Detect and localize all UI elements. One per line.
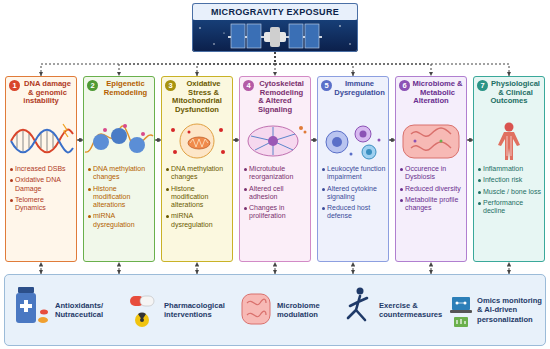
bullet-item: Muscle / bone loss xyxy=(477,188,542,196)
mechanism-box: 7Physiological & Clinical OutcomesInflam… xyxy=(473,76,545,262)
box-heading: Immune Dysregulation xyxy=(321,80,385,97)
box-header: 6Microbiome & Metabolic Alteration xyxy=(399,80,463,106)
callout-number: 5 xyxy=(321,80,332,91)
bullet-list: Leukocyte function impairmentAltered cyt… xyxy=(321,165,386,224)
dashed-connector xyxy=(119,52,275,76)
box-header: 3Oxidative Stress & Mitochondrial Dysfun… xyxy=(165,80,229,115)
bullet-item: Histone modification alterations xyxy=(165,185,230,210)
box-heading: DNA damage & genomic instability xyxy=(9,80,73,106)
bullet-list: Increased DSBsOxidative DNA DamageTelome… xyxy=(9,165,74,215)
intervention-label: Exercise & countermeasures xyxy=(379,301,451,319)
box-header: 1DNA damage & genomic instability xyxy=(9,80,73,106)
bullet-list: DNA methylation changesHistone modificat… xyxy=(87,165,152,232)
bullet-item: Increased DSBs xyxy=(9,165,74,173)
callout-number: 6 xyxy=(399,80,410,91)
intervention-label: Omics monitoring & AI-driven personaliza… xyxy=(477,296,543,323)
box-header: 4Cytoskeletal Remodeling & Altered Signa… xyxy=(243,80,307,115)
bullet-item: Metabolite profile changes xyxy=(399,196,464,213)
bullet-item: Reduced diversity xyxy=(399,185,464,193)
dashed-connector xyxy=(119,262,120,274)
bullet-list: InflammationInfection riskMuscle / bone … xyxy=(477,165,542,218)
mechanism-box: 6Microbiome & Metabolic AlterationOccure… xyxy=(395,76,467,262)
bullet-item: Oxidative DNA Damage xyxy=(9,176,74,193)
bullet-item: miRNA dysregulation xyxy=(87,212,152,229)
dashed-connector xyxy=(275,52,509,76)
bullet-item: Reduced host defense xyxy=(321,204,386,221)
box-heading: Physiological & Clinical Outcomes xyxy=(477,80,541,106)
mechanism-box: 2Epigenetic RemodelingDNA methylation ch… xyxy=(83,76,155,262)
dashed-connector xyxy=(509,262,510,274)
bullet-item: Inflammation xyxy=(477,165,542,173)
label-slot: Exercise & countermeasures xyxy=(379,301,451,319)
bullet-list: DNA methylation changesHistone modificat… xyxy=(165,165,230,232)
box-header: 7Physiological & Clinical Outcomes xyxy=(477,80,541,106)
bullet-item: Occurence in Dysbiosis xyxy=(399,165,464,182)
bullet-item: DNA methylation changes xyxy=(165,165,230,182)
callout-number: 2 xyxy=(87,80,98,91)
banner-title: MICROGRAVITY EXPOSURE xyxy=(193,4,357,17)
dashed-connector xyxy=(197,52,275,76)
banner-box: MICROGRAVITY EXPOSURE xyxy=(192,3,358,52)
mechanism-box: 4Cytoskeletal Remodeling & Altered Signa… xyxy=(239,76,311,262)
dashed-connector xyxy=(353,262,354,274)
bullet-item: Telomere Dynamics xyxy=(9,196,74,213)
bullet-item: Altered cell adhesion xyxy=(243,185,308,202)
bullet-item: Changes in proliferation xyxy=(243,204,308,221)
bullet-item: Histone modification alterations xyxy=(87,185,152,210)
bullet-item: Altered cytokine signaling xyxy=(321,185,386,202)
bullet-item: Infection risk xyxy=(477,176,542,184)
box-heading: Microbiome & Metabolic Alteration xyxy=(399,80,463,106)
bullet-item: Microtubule reorganization xyxy=(243,165,308,182)
intervention-panel: Antioxidants/ Nutraceutical Pharmacologic… xyxy=(4,274,546,346)
dashed-connector xyxy=(41,52,275,76)
bullet-item: Leukocyte function impairment xyxy=(321,165,386,182)
callout-number: 3 xyxy=(165,80,176,91)
label-slot: Antioxidants/ Nutraceutical xyxy=(55,301,125,319)
dashed-connector xyxy=(197,262,198,274)
mechanism-box: 3Oxidative Stress & Mitochondrial Dysfun… xyxy=(161,76,233,262)
callout-number: 1 xyxy=(9,80,20,91)
mechanism-box: 5Immune DysregulationLeukocyte function … xyxy=(317,76,389,262)
bullet-list: Occurence in DysbiosisReduced diversityM… xyxy=(399,165,464,215)
dashed-connector xyxy=(431,262,432,274)
dashed-connector xyxy=(41,262,42,274)
bullet-item: miRNA dysregulation xyxy=(165,212,230,229)
box-header: 2Epigenetic Remodeling xyxy=(87,80,151,97)
box-heading: Epigenetic Remodeling xyxy=(87,80,151,97)
box-header: 5Immune Dysregulation xyxy=(321,80,385,97)
mechanism-box: 1DNA damage & genomic instabilityIncreas… xyxy=(5,76,77,262)
label-slot: Microbiome modulation xyxy=(277,301,341,319)
box-heading: Oxidative Stress & Mitochondrial Dysfunc… xyxy=(165,80,229,115)
label-slot: Pharmacological interventions xyxy=(164,301,236,319)
callout-number: 4 xyxy=(243,80,254,91)
intervention-label: Antioxidants/ Nutraceutical xyxy=(55,301,125,319)
intervention-label: Microbiome modulation xyxy=(277,301,341,319)
bullet-item: DNA methylation changes xyxy=(87,165,152,182)
callout-number: 7 xyxy=(477,80,488,91)
box-heading: Cytoskeletal Remodeling & Altered Signal… xyxy=(243,80,307,115)
intervention-label: Pharmacological interventions xyxy=(164,301,236,319)
dashed-connector xyxy=(275,52,353,76)
label-slot: Omics monitoring & AI-driven personaliza… xyxy=(477,296,543,323)
bullet-item: Performance decline xyxy=(477,199,542,216)
bullet-list: Microtubule reorganizationAltered cell a… xyxy=(243,165,308,224)
dashed-connector xyxy=(275,262,276,274)
